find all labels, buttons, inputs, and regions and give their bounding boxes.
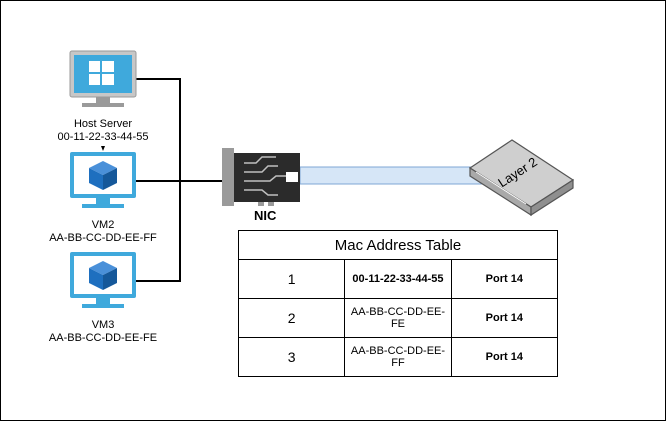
row-index: 3 [237,337,346,377]
vm-name: VM3 [91,319,115,331]
windows-monitor-icon [69,50,137,107]
switch-icon: Layer 2 [468,139,575,217]
row-port: Port 14 [450,259,559,299]
row-mac: 00-11-22-33-44-55 [344,259,452,299]
vm-monitor-icon [70,252,136,308]
row-port: Port 14 [450,337,559,377]
row-index: 1 [237,259,346,299]
network-card-icon [222,148,300,206]
host-mac: 00-11-22-33-44-55 [57,131,149,143]
vm-name: VM2 [91,219,115,231]
table-row: 2 AA-BB-CC-DD-EE-FE Port 14 [237,298,559,338]
row-mac: AA-BB-CC-DD-EE-FF [344,337,452,377]
mac-address-table: Mac Address Table 1 00-11-22-33-44-55 Po… [237,230,559,377]
vm3-label: VM3 AA-BB-CC-DD-EE-FE [40,319,166,345]
vm2-label: VM2 AA-BB-CC-DD-EE-FF [40,219,166,245]
row-port: Port 14 [450,298,559,338]
cube-icon [89,261,117,290]
windows-logo-icon [89,61,114,85]
host-name: Host Server [73,118,133,130]
vm-mac: AA-BB-CC-DD-EE-FE [48,332,158,344]
vm-mac: AA-BB-CC-DD-EE-FF [49,232,157,244]
table-row: 1 00-11-22-33-44-55 Port 14 [237,259,559,299]
nic-label: NIC [254,208,277,223]
vm-monitor-icon [70,152,136,208]
table-row: 3 AA-BB-CC-DD-EE-FF Port 14 [237,337,559,377]
row-mac: AA-BB-CC-DD-EE-FE [344,298,452,338]
connection-lines [136,78,222,282]
cube-icon [89,161,117,190]
nic-switch-link [299,166,496,185]
row-index: 2 [237,298,346,338]
host-server-label: Host Server 00-11-22-33-44-55 [40,118,166,144]
table-title: Mac Address Table [238,230,558,260]
arrow-icon [101,146,105,151]
